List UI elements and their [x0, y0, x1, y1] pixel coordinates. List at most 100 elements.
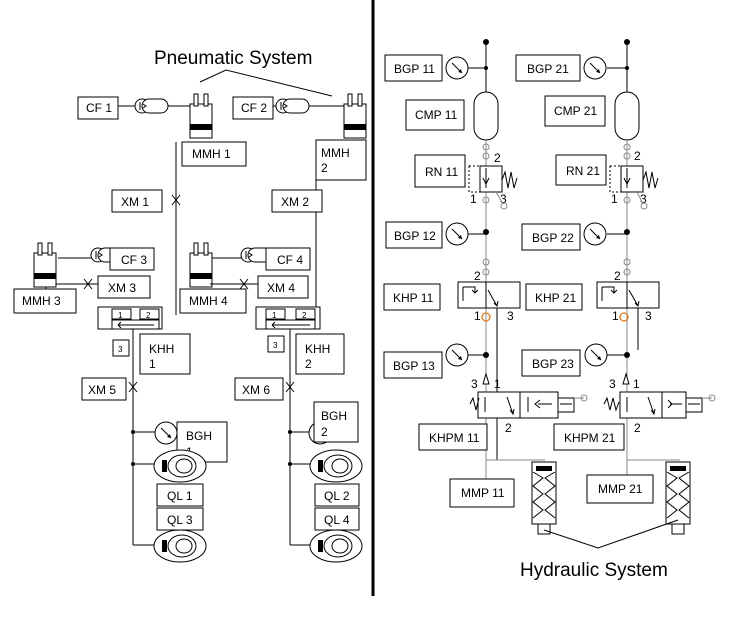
- khp11-port-highlight: [481, 312, 491, 322]
- pneumatic-title: Pneumatic System: [154, 48, 312, 69]
- ql1-box[interactable]: [156, 483, 204, 507]
- xm2-label: XM 2: [281, 195, 309, 209]
- bgp11-gauge: [445, 56, 469, 80]
- bgp21-gauge: [583, 56, 607, 80]
- xm4-label: XM 4: [267, 281, 295, 295]
- cmp21-accumulator: [614, 91, 640, 141]
- ql2-box[interactable]: [314, 483, 360, 507]
- khpm11-port3: 3: [471, 377, 478, 391]
- cmp11-box[interactable]: [405, 99, 465, 131]
- cf3-box[interactable]: [109, 247, 155, 271]
- rn11-label: RN 11: [425, 165, 458, 179]
- khh2-port3: 3: [273, 341, 278, 350]
- bgh1-gauge: [154, 421, 178, 445]
- rn21-box[interactable]: [555, 154, 607, 186]
- rn11-port2: 2: [494, 151, 501, 165]
- xm6-box[interactable]: [234, 377, 284, 401]
- khp11-box[interactable]: [383, 283, 441, 311]
- xm1-label: XM 1: [121, 195, 149, 209]
- khp11-valve: [457, 281, 521, 309]
- khpm21-valve: [619, 391, 663, 419]
- bgp22-label: BGP 22: [532, 231, 574, 245]
- xm2-box[interactable]: [271, 189, 323, 213]
- cmp11-label: CMP 11: [415, 108, 458, 122]
- cf2-label: CF 2: [241, 101, 267, 115]
- rn21-label: RN 21: [566, 164, 600, 178]
- cf1-box[interactable]: [77, 96, 119, 120]
- khp11-port1: 1: [474, 309, 481, 323]
- cf3-label: CF 3: [121, 253, 147, 267]
- xm5-box[interactable]: [81, 377, 127, 401]
- bgp22-box[interactable]: [521, 223, 581, 251]
- khp11-port3: 3: [507, 309, 514, 323]
- khh2-port2: 2: [302, 311, 307, 320]
- khpm21-box[interactable]: [553, 423, 625, 451]
- cmp11-accumulator: [473, 91, 499, 141]
- mmh2-label-a: MMH: [321, 146, 350, 160]
- bgp11-box[interactable]: [384, 54, 443, 82]
- khp21-port3: 3: [645, 309, 652, 323]
- mmh4-cylinder: [189, 242, 213, 288]
- cf1-label: CF 1: [86, 101, 112, 115]
- mmh1-cylinder: [189, 93, 213, 139]
- mmp21-cylinder: [665, 461, 691, 525]
- cf4-label: CF 4: [277, 253, 303, 267]
- khh2-label-a: KHH: [305, 342, 330, 356]
- ql1-coupling: [153, 449, 207, 483]
- hydraulic-unit-2: BGP 21 CMP 21 2 RN 21 1 3 BGP 22 2 KHP 2…: [515, 39, 716, 535]
- khh1-label-b: 1: [149, 357, 156, 371]
- hydraulic-title-bracket: [543, 519, 679, 549]
- bgp21-box[interactable]: [515, 54, 581, 82]
- pneumatic-title-bracket: [199, 69, 333, 97]
- bgp13-box[interactable]: [383, 351, 443, 379]
- cf2-box[interactable]: [232, 96, 274, 120]
- bgp23-label: BGP 23: [532, 357, 574, 371]
- bgp13-gauge: [445, 343, 469, 367]
- bgp23-gauge: [584, 343, 608, 367]
- xm5-label: XM 5: [88, 383, 116, 397]
- rn11-box[interactable]: [414, 154, 466, 188]
- khh2-box[interactable]: [295, 333, 345, 375]
- khh1-box[interactable]: [139, 333, 191, 375]
- bgp23-box[interactable]: [521, 349, 581, 377]
- khp11-label: KHP 11: [393, 291, 434, 305]
- mmh1-label: MMH 1: [192, 147, 231, 161]
- mmh2-box[interactable]: [315, 139, 367, 181]
- khp21-port1: 1: [612, 309, 619, 323]
- mmh4-label: MMH 4: [189, 294, 228, 308]
- rn21-port3: 3: [640, 192, 647, 206]
- xm1-box[interactable]: [111, 189, 163, 213]
- mmp21-box[interactable]: [586, 474, 654, 504]
- pneumatic-unit-2: CF 2 MMH 2 XM 2 CF 4 MMH 4 XM 4 1 2 3 KH…: [179, 93, 367, 563]
- khp21-box[interactable]: [525, 283, 583, 311]
- cmp21-label: CMP 21: [554, 104, 597, 118]
- mmp11-label: MMP 11: [461, 486, 505, 500]
- bgp12-gauge: [445, 222, 469, 246]
- mmh3-box[interactable]: [13, 288, 77, 314]
- cf1-symbol: [134, 98, 169, 114]
- mmh2-cylinder: [343, 93, 367, 139]
- cf4-box[interactable]: [265, 247, 311, 271]
- bgh2-box[interactable]: [313, 401, 359, 443]
- rn21-port1: 1: [611, 192, 618, 206]
- cmp21-box[interactable]: [544, 95, 606, 127]
- mmh1-box[interactable]: [181, 141, 247, 167]
- bgp12-box[interactable]: [385, 221, 443, 249]
- mmh3-label: MMH 3: [22, 294, 61, 308]
- khpm11-box[interactable]: [418, 423, 488, 451]
- khpm21-port1: 1: [633, 377, 640, 391]
- ql1-label: QL 1: [167, 489, 193, 503]
- mmh4-box[interactable]: [179, 288, 247, 314]
- khpm21-port3: 3: [609, 377, 616, 391]
- pneumatic-unit-1: CF 1 MMH 1 XM 1 CF 3 MMH 3 XM 3 1 2 3: [13, 93, 247, 563]
- khpm21-port2: 2: [634, 421, 641, 435]
- xm3-box[interactable]: [97, 275, 151, 299]
- bgp11-label: BGP 11: [394, 62, 435, 76]
- mmp11-box[interactable]: [449, 478, 515, 508]
- rn11-port1: 1: [470, 192, 477, 206]
- xm4-box[interactable]: [257, 275, 309, 299]
- khpm11-label: KHPM 11: [429, 431, 480, 445]
- mmp11-cylinder: [531, 461, 557, 525]
- ql4-label: QL 4: [324, 513, 350, 527]
